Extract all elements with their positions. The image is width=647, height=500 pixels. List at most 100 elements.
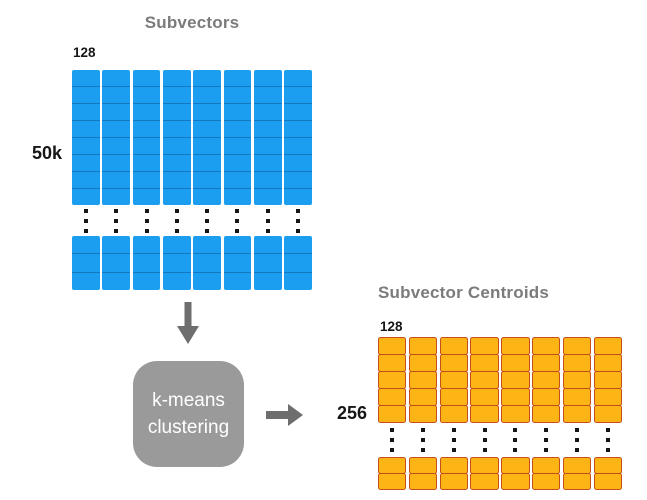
grid-cell <box>253 103 282 120</box>
grid-cell <box>253 86 282 103</box>
grid-cell <box>378 353 407 373</box>
grid-cell <box>132 171 161 188</box>
ellipsis-dot <box>390 428 395 432</box>
grid-cell <box>193 253 222 271</box>
grid-cell <box>72 70 100 86</box>
grid-cell <box>439 404 468 424</box>
grid-cell <box>532 404 561 424</box>
grid-cell <box>223 137 252 154</box>
grid-cell <box>72 171 100 188</box>
grid-cell <box>162 171 191 188</box>
grid-cell <box>253 271 282 290</box>
grid-cell <box>470 353 499 373</box>
ellipsis-dot <box>235 208 240 213</box>
ellipsis-dot <box>390 448 395 452</box>
grid-column <box>501 457 530 490</box>
grid-cell <box>223 253 252 271</box>
grid-cell <box>501 387 530 407</box>
ellipsis-dot <box>451 448 456 452</box>
grid-block-bottom <box>378 457 622 490</box>
ellipsis-row <box>378 423 622 457</box>
ellipsis-icon <box>163 208 191 233</box>
grid-cell <box>562 457 592 475</box>
grid-column <box>408 457 438 490</box>
grid-cell <box>193 271 222 290</box>
grid-cell <box>162 86 191 103</box>
ellipsis-icon <box>224 208 252 233</box>
grid-column <box>223 236 252 290</box>
grid-cell <box>223 120 252 137</box>
grid-cell <box>163 70 191 86</box>
grid-column <box>162 70 191 205</box>
grid-cell <box>102 70 130 86</box>
grid-column <box>253 236 282 290</box>
grid-cell <box>470 404 499 424</box>
grid-cell <box>162 253 191 271</box>
grid-cell <box>72 188 100 205</box>
grid-cell <box>408 353 438 373</box>
grid-column <box>562 337 592 424</box>
ellipsis-dot <box>420 428 425 432</box>
grid-column <box>593 457 622 490</box>
grid-cell <box>408 457 438 475</box>
grid-cell <box>501 337 530 356</box>
ellipsis-icon <box>440 428 468 452</box>
grid-cell <box>470 370 499 390</box>
ellipsis-dot <box>235 228 240 233</box>
grid-block-main <box>378 337 622 424</box>
grid-cell <box>132 253 161 271</box>
grid-cell <box>501 370 530 390</box>
grid-cell <box>439 387 468 407</box>
grid-cell <box>223 171 252 188</box>
kmeans-label-line1: k-means <box>152 390 225 411</box>
grid-column <box>408 337 438 424</box>
grid-column <box>532 457 561 490</box>
arrow-right-icon <box>266 404 303 426</box>
ellipsis-dot <box>390 438 395 442</box>
grid-cell <box>253 253 282 271</box>
ellipsis-dot <box>205 218 210 223</box>
grid-cell <box>102 120 131 137</box>
grid-cell <box>193 154 222 171</box>
grid-cell <box>408 337 438 356</box>
grid-column <box>593 337 622 424</box>
ellipsis-dot <box>451 428 456 432</box>
ellipsis-dot <box>482 438 487 442</box>
grid-block-main <box>72 70 312 205</box>
grid-cell <box>593 370 622 390</box>
ellipsis-dot <box>265 228 270 233</box>
ellipsis-row <box>72 205 312 236</box>
ellipsis-dot <box>83 208 88 213</box>
ellipsis-icon <box>284 208 312 233</box>
centroids-grid <box>378 337 622 490</box>
grid-cell <box>378 370 407 390</box>
grid-cell <box>408 472 438 490</box>
grid-cell <box>593 404 622 424</box>
grid-column <box>253 70 282 205</box>
ellipsis-dot <box>205 228 210 233</box>
centroids-width-label: 128 <box>380 319 403 334</box>
grid-cell <box>132 154 161 171</box>
grid-cell <box>72 103 100 120</box>
ellipsis-dot <box>420 438 425 442</box>
grid-column <box>501 337 530 424</box>
grid-cell <box>470 457 499 475</box>
grid-cell <box>439 370 468 390</box>
grid-cell <box>562 337 592 356</box>
grid-cell <box>193 70 221 86</box>
grid-cell <box>224 70 252 86</box>
ellipsis-dot <box>451 438 456 442</box>
ellipsis-icon <box>193 208 221 233</box>
grid-cell <box>253 188 282 205</box>
grid-cell <box>532 337 561 356</box>
grid-cell <box>72 271 100 290</box>
grid-column <box>378 457 407 490</box>
grid-cell <box>193 103 222 120</box>
grid-cell <box>470 472 499 490</box>
grid-column <box>132 236 161 290</box>
grid-cell <box>72 236 100 253</box>
grid-cell <box>284 154 312 171</box>
ellipsis-dot <box>144 218 149 223</box>
grid-cell <box>72 154 100 171</box>
grid-column <box>284 70 312 205</box>
